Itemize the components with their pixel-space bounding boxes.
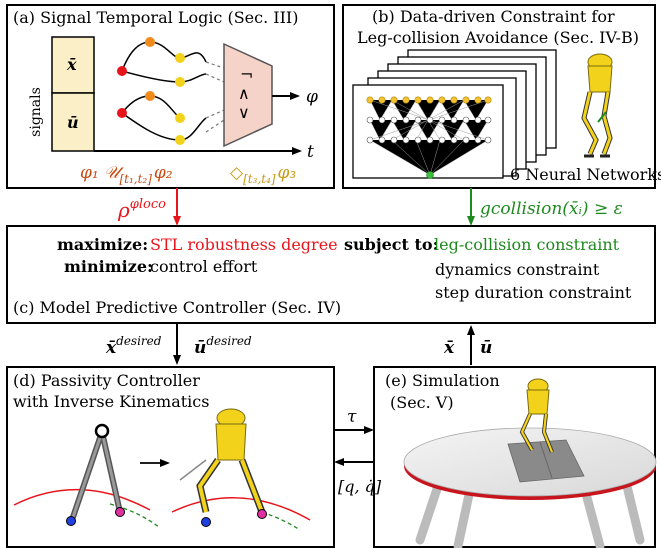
time-axis-label: t — [307, 142, 314, 162]
constraint-step-duration: step duration constraint — [435, 283, 632, 302]
panel-c-title: (c) Model Predictive Controller (Sec. IV… — [13, 298, 341, 317]
panel-b-title-2: Leg-collision Avoidance (Sec. IV-B) — [357, 28, 639, 47]
formula-eventually: ◇[t₃,t₄]φ₃ — [230, 163, 296, 186]
u-feedback-label: ū — [480, 338, 492, 358]
nn-output-node — [426, 171, 434, 179]
panel-e-title-1: (e) Simulation — [385, 371, 500, 390]
maximize-value: STL robustness degree — [150, 235, 338, 254]
robot-ik — [171, 408, 311, 531]
stl-nodes — [117, 37, 185, 145]
compass-model — [13, 423, 161, 529]
table-legs — [415, 473, 645, 548]
nn-input-nodes — [366, 96, 492, 104]
signal-u-label: ū — [67, 113, 79, 132]
gate-not: ¬ — [240, 65, 253, 84]
minimize-value: control effort — [150, 257, 258, 276]
panel-a-title: (a) Signal Temporal Logic (Sec. III) — [13, 8, 298, 27]
maximize-label: maximize: — [57, 235, 148, 254]
panel-d-title-2: with Inverse Kinematics — [13, 392, 209, 411]
panel-passivity: (d) Passivity Controller with Inverse Ki… — [6, 366, 335, 548]
minimize-label: minimize: — [64, 257, 153, 276]
panel-simulation: (e) Simulation (Sec. V) — [373, 366, 657, 548]
panel-b-caption: 6 Neural Networks — [510, 165, 661, 184]
logic-gate — [223, 42, 273, 148]
phi-label: φ — [306, 87, 318, 107]
x-desired-label: x̄desired — [105, 334, 162, 358]
panel-stl: (a) Signal Temporal Logic (Sec. III) sig… — [6, 4, 335, 189]
robot-crossing-legs — [581, 53, 613, 158]
signal-u-box — [51, 92, 95, 152]
gate-or: ∨ — [238, 103, 250, 122]
robot-simulation — [519, 378, 554, 453]
q-label: [q, q̇] — [338, 477, 382, 496]
panel-neural-networks: (b) Data-driven Constraint for Leg-colli… — [342, 4, 661, 189]
panel-e-title-2: (Sec. V) — [390, 393, 454, 412]
stl-graph — [121, 41, 207, 141]
subject-label: subject to: — [344, 235, 438, 254]
collision-label: gcollision(x̄ᵢ) ≥ ε — [480, 199, 623, 219]
gate-and: ∧ — [238, 84, 250, 103]
tau-label: τ — [347, 407, 357, 427]
formula-until: φ₁ 𝒰[t₁,t₂]φ₂ — [80, 163, 173, 186]
u-desired-label: ūdesired — [194, 334, 252, 358]
signals-label: signals — [28, 87, 44, 137]
panel-d-title-1: (d) Passivity Controller — [13, 371, 200, 390]
treadmill-table — [403, 427, 657, 500]
robustness-label: ρφloco — [117, 197, 166, 222]
panel-mpc: maximize: STL robustness degree minimize… — [6, 225, 656, 324]
signal-x-label: x̄ — [66, 55, 77, 74]
x-feedback-label: x̄ — [443, 338, 455, 358]
nn-hidden-nodes — [366, 116, 492, 144]
panel-b-title-1: (b) Data-driven Constraint for — [372, 7, 615, 26]
constraint-dynamics: dynamics constraint — [435, 260, 600, 279]
constraint-leg-collision: leg-collision constraint — [434, 235, 620, 254]
